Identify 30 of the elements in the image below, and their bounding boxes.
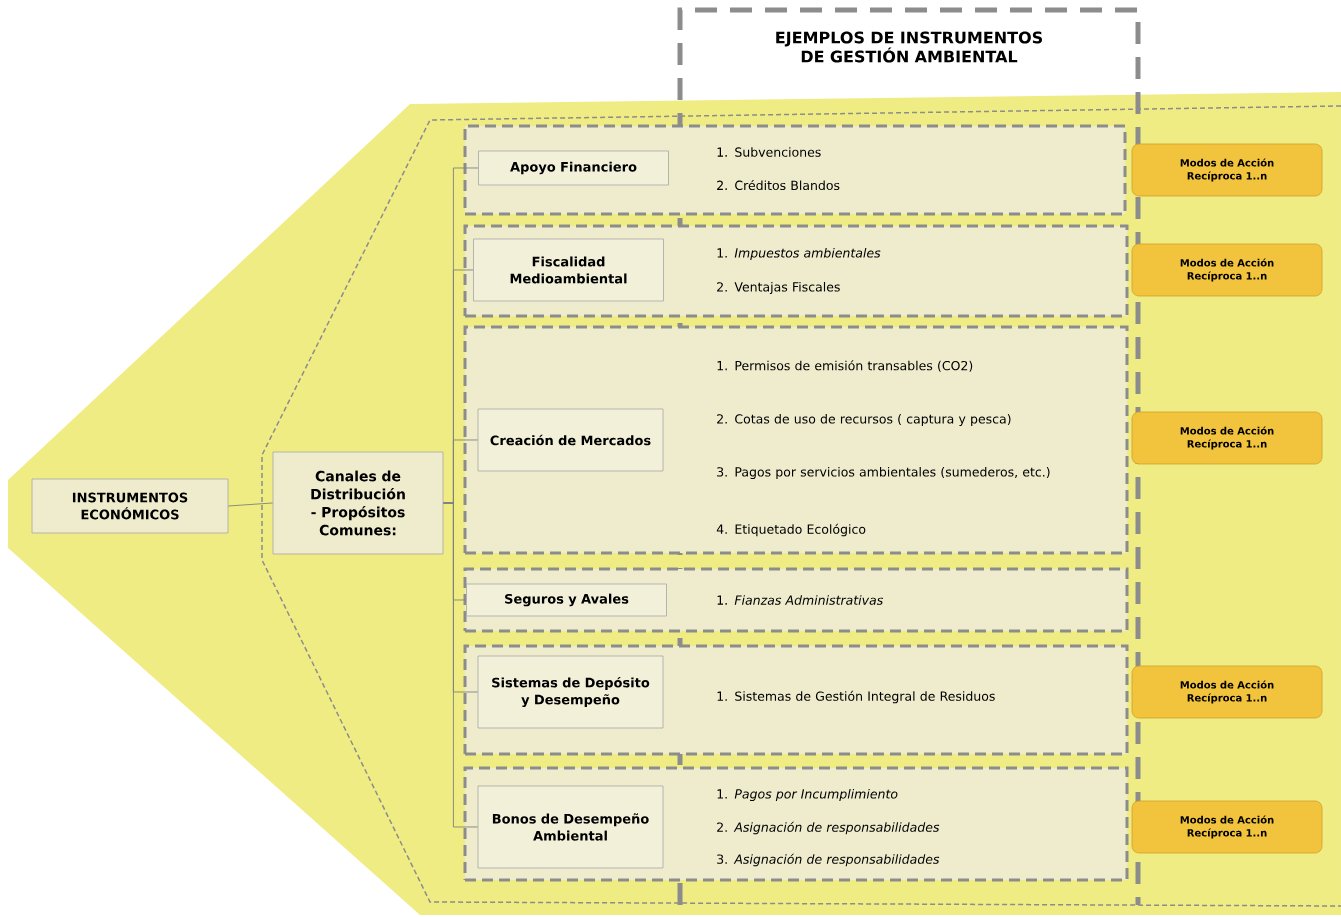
action-button: Modos de Acción Recíproca 1..n <box>1131 243 1323 297</box>
list-item: 2. Ventajas Fiscales <box>717 281 840 295</box>
category-box: Bonos de Desempeño Ambiental <box>477 785 664 869</box>
branch-box: Canales de Distribución - Propósitos Comunes: <box>272 451 444 555</box>
list-item: 1. Impuestos ambientales <box>717 247 881 261</box>
action-button: Modos de Acción Recíproca 1..n <box>1131 143 1323 197</box>
list-item: 2. Asignación de responsabilidades <box>717 821 940 835</box>
action-button: Modos de Acción Recíproca 1..n <box>1131 800 1323 854</box>
list-panel <box>463 325 1129 555</box>
connector-line <box>442 502 479 828</box>
list-item: 3. Pagos por servicios ambientales (sumederos, etc.) <box>717 466 1050 480</box>
category-box: Apoyo Financiero <box>478 150 669 186</box>
list-item: 1. Subvenciones <box>717 147 821 157</box>
connector-line <box>227 502 274 507</box>
action-button: Modos de Acción Recíproca 1..n <box>1131 411 1323 465</box>
list-item: 2. Créditos Blandos <box>717 179 840 191</box>
root-box: INSTRUMENTOS ECONÓMICOS <box>31 478 229 534</box>
list-item: 2. Cotas de uso de recursos ( captura y pesca) <box>717 413 1011 427</box>
category-box: Seguros y Avales <box>466 583 667 617</box>
list-item: 1. Permisos de emisión transables (CO2) <box>717 360 973 372</box>
action-button: Modos de Acción Recíproca 1..n <box>1131 665 1323 719</box>
list-item: 3. Asignación de responsabilidades <box>717 853 940 867</box>
category-box: Sistemas de Depósito y Desempeño <box>477 655 664 729</box>
list-item: 4. Etiquetado Ecológico <box>716 523 866 537</box>
heading: EJEMPLOS DE INSTRUMENTOS DE GESTIÓN AMBIENTAL <box>776 31 1042 63</box>
category-box: Fiscalidad Medioambiental <box>473 238 664 302</box>
category-box: Creación de Mercados <box>477 408 664 472</box>
list-item: 1. Fianzas Administrativas <box>717 595 883 605</box>
list-item: 1. Sistemas de Gestión Integral de Residuos <box>717 690 995 704</box>
list-item: 1. Pagos por Incumplimiento <box>717 788 898 802</box>
